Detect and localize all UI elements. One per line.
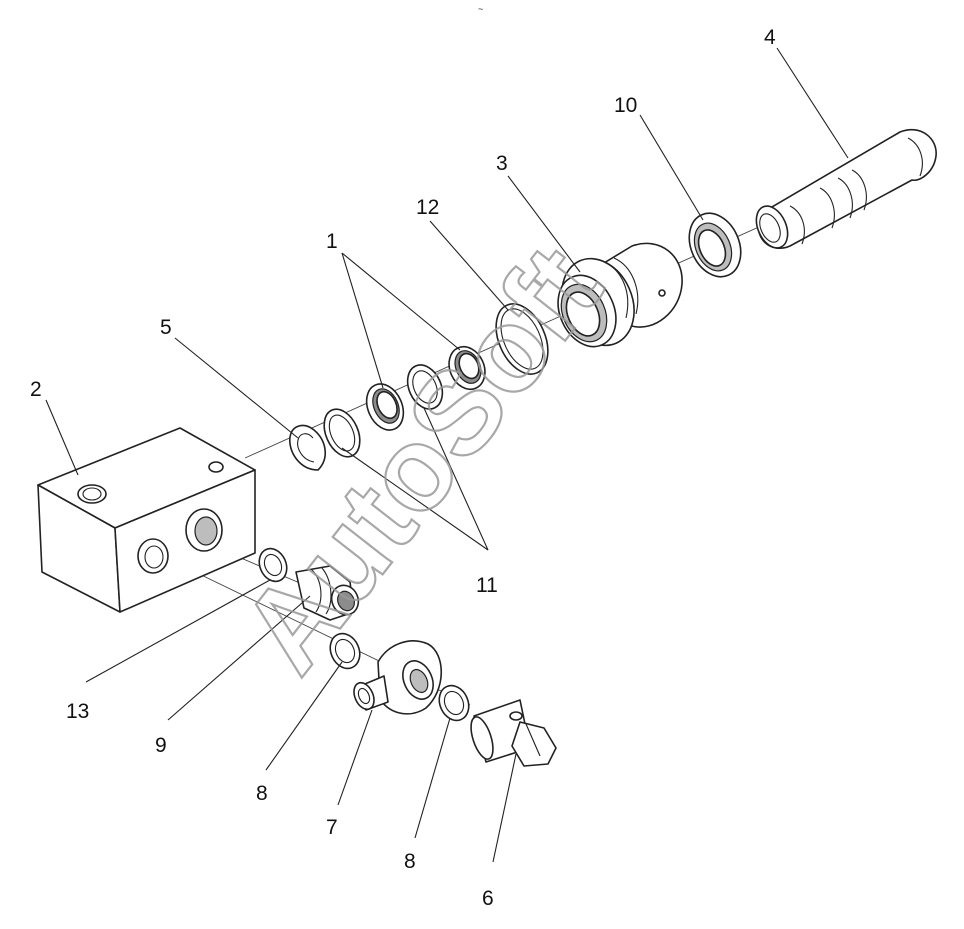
bolt-cross-hole <box>509 711 523 721</box>
callout-8-right: 8 <box>404 850 416 873</box>
part-4-shaft <box>755 129 937 249</box>
callout-12: 12 <box>416 196 439 219</box>
part-9-fitting <box>295 565 360 621</box>
callout-9: 9 <box>155 734 167 757</box>
callout-2: 2 <box>30 378 42 401</box>
callout-11: 11 <box>476 574 498 597</box>
part-12-o-ring <box>495 303 549 375</box>
part-8-washer-right <box>438 684 470 722</box>
part-11-washer-right <box>406 364 444 410</box>
part-5-snap-ring <box>289 424 326 471</box>
part-6-banjo-bolt <box>470 699 557 767</box>
part-10-bushing-ring <box>688 212 742 278</box>
callout-10: 10 <box>614 94 637 117</box>
part-3-sleeve <box>557 242 683 348</box>
part-7-banjo-fitting <box>353 640 443 715</box>
callout-1: 1 <box>326 230 338 253</box>
callout-labels: 1 2 3 4 5 6 7 8 8 9 10 11 12 13 <box>30 26 776 910</box>
callout-3: 3 <box>496 152 508 175</box>
callout-7: 7 <box>326 816 338 839</box>
part-1-seal-ring-right <box>448 345 486 391</box>
part-13-washer <box>258 547 288 583</box>
header-mark: ~ <box>478 4 483 14</box>
leader-lines <box>45 47 849 863</box>
callout-5: 5 <box>160 316 172 339</box>
part-11-washer-left <box>323 408 361 458</box>
bolt-hex-head <box>511 721 557 767</box>
watermark-text: AutoSoft <box>216 222 627 696</box>
callout-13: 13 <box>66 700 89 723</box>
part-2-housing-block <box>37 427 256 613</box>
housing-top-bore-small <box>208 461 224 473</box>
sleeve-lube-hole <box>658 289 666 297</box>
callout-6: 6 <box>482 887 494 910</box>
callout-8-left: 8 <box>256 782 268 805</box>
callout-4: 4 <box>764 26 776 49</box>
housing-top-bore-large <box>77 484 107 504</box>
part-1-seal-ring-left <box>365 383 405 431</box>
part-8-washer-left <box>329 632 361 670</box>
housing-front-face <box>114 469 256 613</box>
